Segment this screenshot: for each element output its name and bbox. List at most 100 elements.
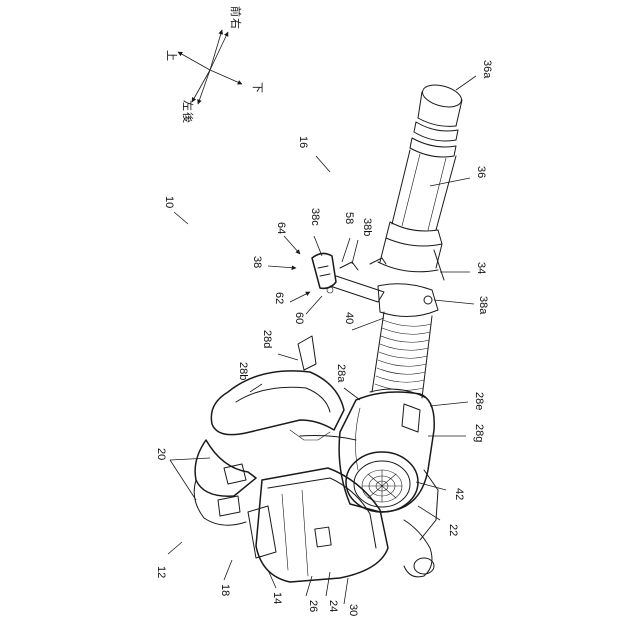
leader-40 (352, 318, 384, 330)
label-18: 18 (219, 584, 231, 596)
harness-top-loop (211, 371, 344, 435)
leader-10 (174, 212, 188, 224)
leader-20a (170, 458, 210, 460)
label-38a: 38a (477, 296, 489, 315)
handle-arm (330, 276, 384, 302)
arrow-up (178, 52, 210, 70)
support-arm (298, 336, 316, 370)
label-42: 42 (453, 488, 465, 500)
engine-cover-outline (256, 468, 388, 582)
label-16: 16 (297, 136, 309, 148)
label-62: 62 (273, 292, 285, 304)
label-28g: 28g (473, 424, 485, 442)
leader-28a (344, 388, 360, 400)
label-24: 24 (327, 600, 339, 612)
leader-38a (434, 300, 474, 304)
harness-connector (290, 430, 330, 440)
label-28b: 28b (237, 362, 249, 380)
handle-grip-head (312, 253, 336, 288)
leader-28e (430, 402, 468, 406)
leader-20b (170, 460, 196, 500)
dir-down-label: 下 (251, 82, 264, 93)
leader-24 (326, 572, 330, 596)
intake-grille (362, 470, 402, 502)
leader-14 (268, 570, 276, 588)
back-harness (194, 336, 356, 525)
dir-left-label: 左 (181, 100, 194, 111)
flex-hose-sides (372, 312, 432, 398)
leader-64 (284, 236, 300, 254)
label-28a: 28a (335, 364, 347, 383)
arrow-down (210, 70, 242, 84)
label-10: 10 (163, 196, 175, 208)
leader-62 (290, 292, 310, 302)
handle-assembly (312, 253, 438, 316)
engine-cover-ridge (268, 478, 376, 548)
label-26: 26 (307, 600, 319, 612)
handle-mount-clamp (378, 284, 438, 317)
label-64: 64 (275, 222, 287, 234)
label-58: 58 (343, 212, 355, 224)
dir-rear-label: 後 (181, 112, 195, 123)
leader-36a (456, 76, 476, 90)
leader-12 (168, 542, 182, 554)
clamp-bolt (424, 296, 432, 304)
leader-30 (344, 578, 348, 604)
cover-badge (315, 527, 331, 547)
arrow-left (192, 70, 210, 102)
label-28d: 28d (261, 330, 273, 348)
dir-up-label: 上 (165, 50, 178, 61)
reference-labels: 10 12 14 16 18 20 22 24 26 28a 28b 28d 2… (155, 60, 493, 616)
engine-unit (248, 468, 388, 582)
harness-lower-strap (194, 480, 246, 525)
handle-grip-detail (318, 266, 330, 276)
leader-28d (278, 354, 298, 360)
label-38: 38 (251, 256, 263, 268)
leader-38b (352, 240, 358, 264)
label-60: 60 (293, 312, 305, 324)
dir-front-label: 前 (229, 6, 243, 17)
leader-26 (306, 576, 312, 596)
leader-16 (316, 156, 330, 172)
pipe-joint-sides (380, 238, 442, 268)
arrow-right (210, 32, 228, 70)
handle-wire-clip (370, 258, 386, 264)
direction-indicator: 上 前 右 左 後 下 (165, 6, 264, 123)
cover-panel-lines (282, 490, 308, 576)
side-panel (248, 506, 276, 558)
label-20: 20 (155, 448, 167, 460)
leader-42 (416, 482, 446, 490)
label-36: 36 (475, 166, 487, 178)
pipe-joint-lower (378, 262, 438, 272)
buckle-upper (224, 464, 246, 484)
tank-base (256, 546, 340, 582)
label-28e: 28e (473, 392, 485, 410)
harness-cross-strap (300, 436, 356, 441)
handle-lever (340, 262, 358, 270)
arrow-front (210, 30, 222, 70)
label-12: 12 (155, 566, 167, 578)
flex-hose-ribs (375, 320, 431, 390)
harness-top-inner (236, 387, 330, 412)
nozzle-tip-ellipse (420, 81, 464, 111)
label-36a: 36a (481, 60, 493, 79)
dir-right-label: 右 (229, 18, 243, 29)
blower-side-window (402, 404, 420, 432)
label-30: 30 (347, 604, 359, 616)
nozzle-tube-sides (392, 150, 456, 230)
leader-38c (314, 236, 322, 256)
label-40: 40 (343, 312, 355, 324)
buckle-lower (218, 496, 240, 516)
leader-60 (306, 296, 322, 314)
label-38b: 38b (361, 218, 373, 236)
frame-rail (420, 470, 438, 540)
leader-38 (268, 266, 296, 268)
label-34: 34 (475, 262, 487, 274)
pipe-joint-collar (386, 222, 442, 246)
flex-hose (372, 312, 432, 398)
frame-foot (404, 520, 432, 577)
leader-58 (342, 238, 350, 262)
label-22: 22 (447, 524, 459, 536)
label-14: 14 (271, 592, 283, 604)
